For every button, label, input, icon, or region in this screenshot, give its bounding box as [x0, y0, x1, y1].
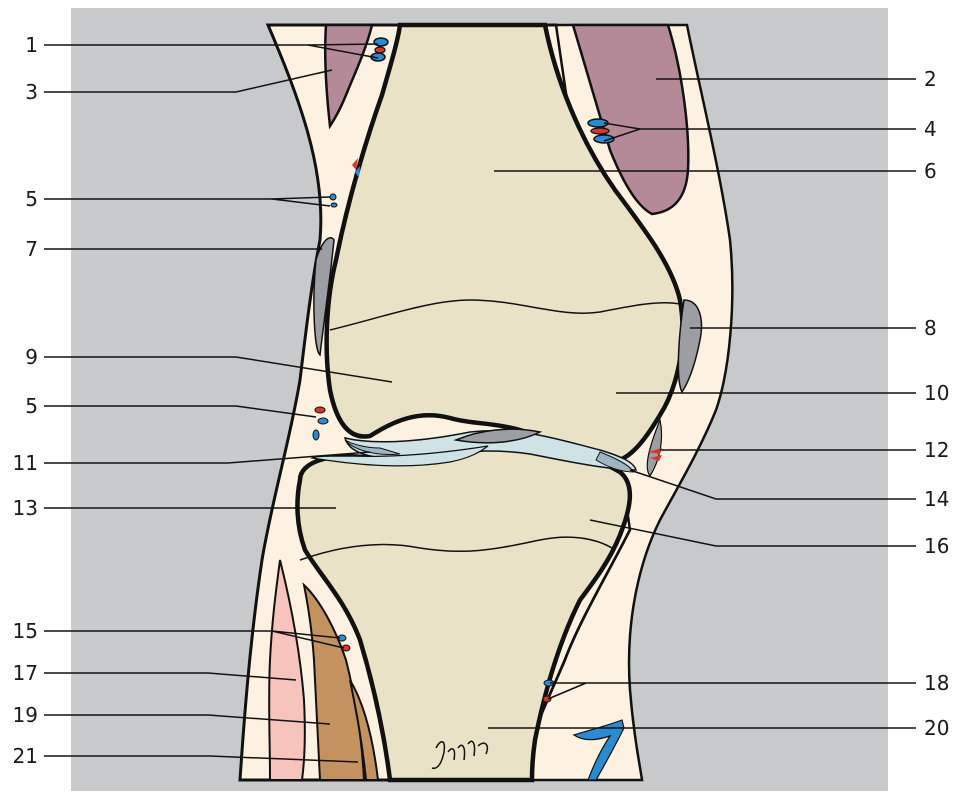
label-14: 14 — [924, 487, 949, 511]
label-11: 11 — [13, 451, 38, 475]
label-2: 2 — [924, 67, 937, 91]
label-16: 16 — [924, 534, 949, 558]
label-9: 9 — [25, 345, 38, 369]
label-19: 19 — [13, 703, 38, 727]
label-12: 12 — [924, 438, 949, 462]
label-8: 8 — [924, 316, 937, 340]
vein-5-lower-b — [313, 430, 319, 440]
vein-5-lower — [318, 418, 328, 424]
labels-left: 1 3 5 7 9 5 11 13 15 17 19 21 — [13, 33, 38, 768]
label-13: 13 — [13, 496, 38, 520]
label-5-lower: 5 — [25, 394, 38, 418]
label-6: 6 — [924, 159, 937, 183]
label-3: 3 — [25, 80, 38, 104]
labels-right: 2 4 6 8 10 12 14 16 18 20 — [924, 67, 949, 740]
label-1: 1 — [25, 33, 38, 57]
label-10: 10 — [924, 381, 949, 405]
vessel-5-upper-b — [331, 203, 337, 207]
label-17: 17 — [13, 661, 38, 685]
vessel-5-upper-a — [330, 194, 336, 200]
artery-5-lower — [315, 407, 325, 413]
label-21: 21 — [13, 744, 38, 768]
label-4: 4 — [924, 117, 937, 141]
label-15: 15 — [13, 619, 38, 643]
label-20: 20 — [924, 716, 949, 740]
label-5-upper: 5 — [25, 187, 38, 211]
artery-4 — [591, 128, 609, 134]
label-7: 7 — [25, 237, 38, 261]
leader-1b — [308, 44, 378, 45]
label-18: 18 — [924, 671, 949, 695]
vein-1 — [374, 38, 388, 46]
artery-1 — [375, 47, 385, 53]
